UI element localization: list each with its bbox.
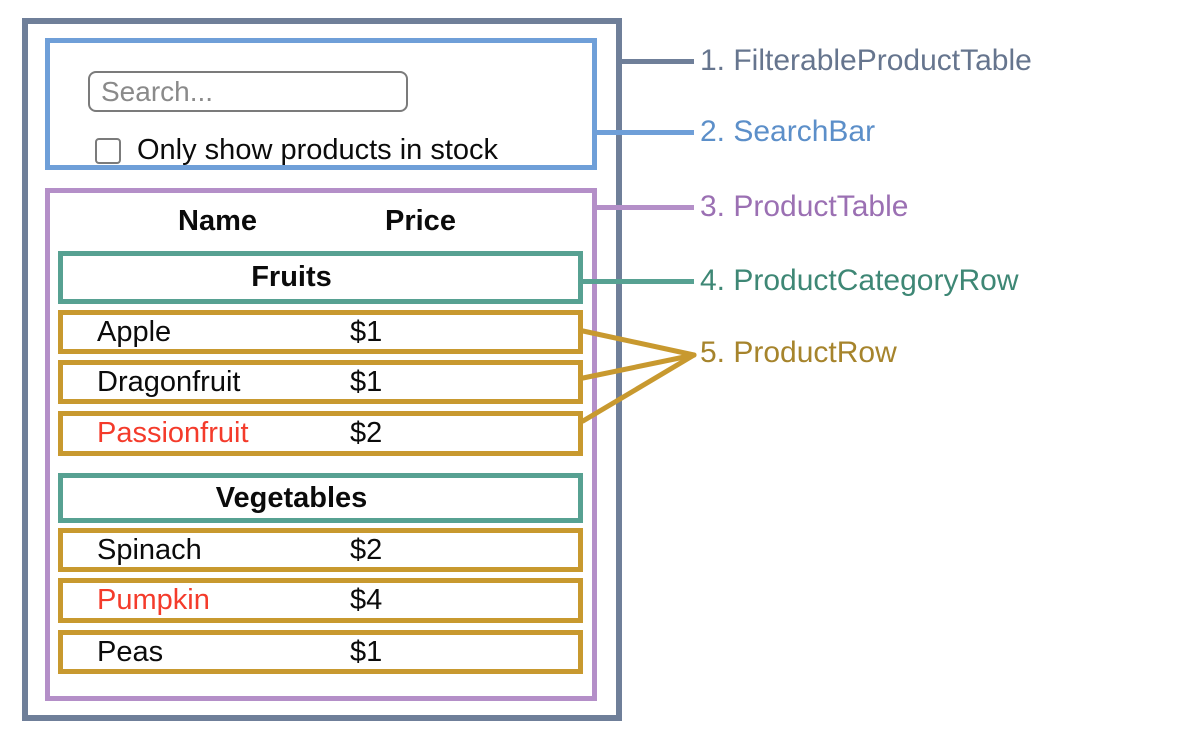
product-price: $2 bbox=[350, 534, 383, 566]
product-row: Passionfruit $2 bbox=[58, 411, 583, 456]
connector-filterable-product-table bbox=[616, 59, 694, 64]
search-bar-box: Only show products in stock bbox=[45, 38, 597, 170]
legend-item-2: 2. SearchBar bbox=[700, 115, 876, 148]
legend-item-3: 3. ProductTable bbox=[700, 190, 909, 223]
legend-item-4: 4. ProductCategoryRow bbox=[700, 264, 1019, 297]
product-name: Apple bbox=[97, 316, 172, 348]
product-row: Spinach $2 bbox=[58, 528, 583, 572]
product-row: Peas $1 bbox=[58, 630, 583, 674]
in-stock-checkbox[interactable] bbox=[95, 137, 121, 164]
legend-item-1: 1. FilterableProductTable bbox=[700, 44, 1032, 77]
in-stock-filter-row: Only show products in stock bbox=[95, 134, 498, 167]
product-category-row: Vegetables bbox=[58, 473, 583, 523]
product-name: Dragonfruit bbox=[97, 366, 241, 398]
category-name: Vegetables bbox=[215, 482, 368, 514]
product-name: Spinach bbox=[97, 534, 202, 566]
product-price: $1 bbox=[350, 636, 383, 668]
product-price: $2 bbox=[350, 417, 383, 449]
product-name: Peas bbox=[97, 636, 164, 668]
product-name: Pumpkin bbox=[97, 584, 210, 616]
product-price: $1 bbox=[350, 366, 383, 398]
connector-search-bar bbox=[592, 130, 694, 135]
legend-item-5: 5. ProductRow bbox=[700, 336, 897, 369]
product-row: Dragonfruit $1 bbox=[58, 360, 583, 404]
product-price: $1 bbox=[350, 316, 383, 348]
product-row: Apple $1 bbox=[58, 310, 583, 354]
product-name: Passionfruit bbox=[97, 417, 249, 449]
product-row: Pumpkin $4 bbox=[58, 578, 583, 623]
product-price: $4 bbox=[350, 584, 383, 616]
connector-product-table bbox=[592, 205, 694, 210]
search-input[interactable] bbox=[88, 71, 408, 112]
connector-product-category-row bbox=[578, 279, 694, 284]
column-header-price: Price bbox=[385, 205, 456, 237]
in-stock-checkbox-label: Only show products in stock bbox=[137, 134, 499, 166]
category-name: Fruits bbox=[251, 261, 332, 293]
column-header-name: Name bbox=[178, 205, 257, 237]
product-category-row: Fruits bbox=[58, 251, 583, 304]
